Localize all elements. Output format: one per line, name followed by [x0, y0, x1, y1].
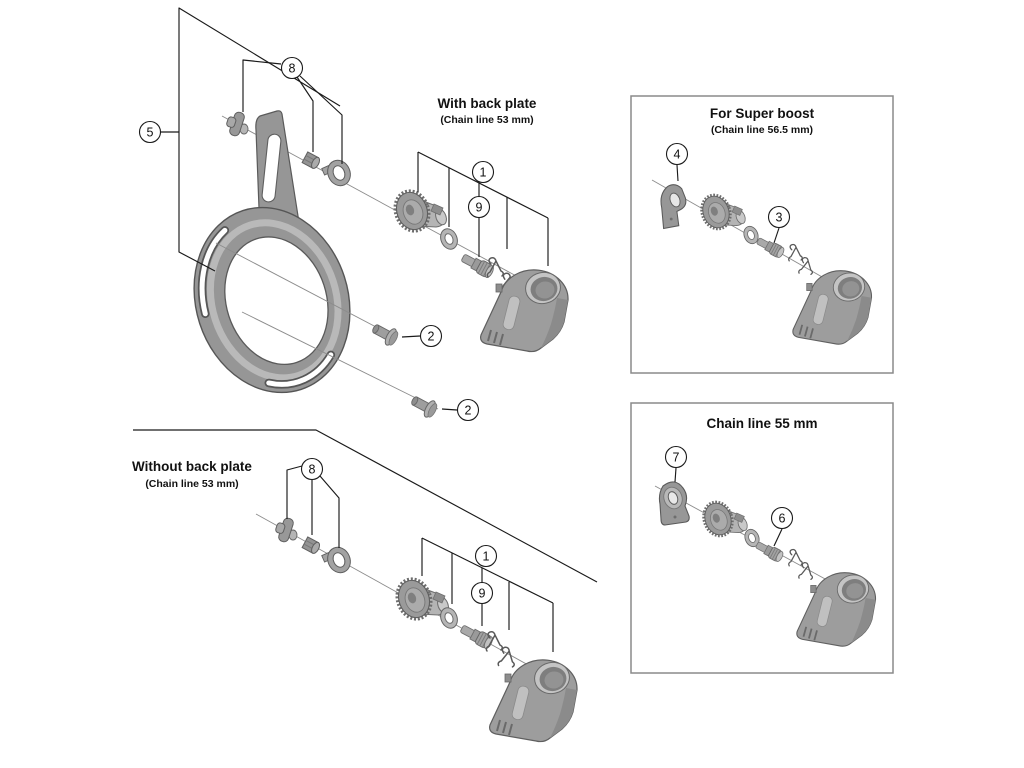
callout-2a: 2 [419, 324, 443, 348]
section-title-chain-line-55: Chain line 55 mm [706, 416, 817, 431]
callout-4: 4 [665, 142, 689, 166]
guide-body-part-55mm [795, 571, 877, 648]
callout-1-bottom-label: 1 [483, 549, 490, 563]
callout-6-leader [773, 528, 783, 547]
without-back-plate-subtitle: (Chain line 53 mm) [145, 478, 238, 490]
pulley-part-55mm [697, 496, 751, 542]
shoulder-bolt-part-super-boost [754, 234, 786, 260]
keyed-washer-part-bottom [321, 543, 355, 577]
callout-1-bottom: 1 [474, 544, 498, 568]
callout-8-top: 8 [280, 56, 304, 80]
callout-3-label: 3 [776, 210, 783, 224]
guide-body-part-super-boost [791, 269, 873, 346]
callout-6: 6 [770, 506, 794, 530]
callout-2b-label: 2 [465, 403, 472, 417]
callout-4-leader [676, 164, 679, 182]
pulley-part-top [387, 184, 450, 238]
callout-4-label: 4 [674, 147, 681, 161]
callout-9-top: 9 [467, 195, 491, 219]
bracket-part-super-boost [660, 184, 687, 230]
callout-2b-leader [441, 408, 458, 411]
callout-3-leader [773, 227, 780, 244]
axis-line-bolt-2a [215, 242, 398, 339]
callout-7-leader [674, 467, 677, 483]
super-boost-box [630, 95, 894, 374]
section-title-with-back-plate: With back plate (Chain line 53 mm) [438, 96, 537, 126]
callout-5-bracket [160, 7, 341, 272]
callout-7: 7 [664, 445, 688, 469]
shoulder-bolt-part-55mm [753, 538, 785, 564]
bracket-part-55mm [658, 481, 690, 526]
fixing-bolt-2a-part [368, 319, 401, 349]
guide-body-part-top [479, 268, 570, 353]
spring-clips-part-55mm [789, 550, 815, 581]
callout-2a-leader [401, 335, 421, 338]
pulley-part-super-boost [695, 189, 749, 235]
chain-line-55-title: Chain line 55 mm [706, 416, 817, 431]
hex-nut-part-bottom [301, 536, 322, 556]
callout-5: 5 [138, 120, 162, 144]
callout-8-bottom-label: 8 [309, 462, 316, 476]
callout-5-label: 5 [147, 125, 154, 139]
keyed-washer-part-top [321, 156, 355, 190]
callout-8-top-label: 8 [289, 61, 296, 75]
callout-2a-label: 2 [428, 329, 435, 343]
back-plate-slot-upper [199, 227, 228, 317]
section-divider-line [133, 429, 598, 583]
callout-2b: 2 [456, 398, 480, 422]
callout-1-top-bracket [417, 151, 549, 266]
callout-7-label: 7 [673, 450, 680, 464]
back-plate-ring [193, 206, 351, 394]
callout-8-bottom: 8 [300, 457, 324, 481]
callout-8-bottom-leaders [286, 465, 340, 548]
with-back-plate-title: With back plate [438, 96, 537, 111]
axis-line-bolt-2b [241, 311, 439, 410]
washer-part-top [437, 225, 461, 253]
callout-1-top-label: 1 [480, 165, 487, 179]
guide-body-part-bottom [488, 658, 579, 743]
with-back-plate-subtitle: (Chain line 53 mm) [440, 114, 533, 126]
back-plate-ring-step [206, 219, 342, 382]
callout-9-bottom-label: 9 [479, 586, 486, 600]
callout-8-top-leaders [242, 59, 343, 164]
wing-bolt-part-top [225, 110, 249, 138]
back-plate-slot-lower [266, 352, 334, 387]
super-boost-subtitle: (Chain line 56.5 mm) [711, 124, 813, 136]
section-title-without-back-plate: Without back plate (Chain line 53 mm) [132, 459, 252, 490]
callout-9-bottom: 9 [470, 581, 494, 605]
without-back-plate-title: Without back plate [132, 459, 252, 474]
back-plate-part [193, 110, 351, 394]
super-boost-title: For Super boost [710, 106, 815, 121]
section-title-super-boost: For Super boost (Chain line 56.5 mm) [710, 106, 815, 136]
shoulder-bolt-part-top [459, 250, 496, 280]
callout-6-label: 6 [779, 511, 786, 525]
callout-9-top-label: 9 [476, 200, 483, 214]
chain-line-55-box [630, 402, 894, 674]
hex-nut-part-top [301, 151, 322, 171]
fixing-bolt-2b-part [407, 391, 440, 421]
wing-bolt-part-bottom [274, 516, 298, 544]
callout-1-top: 1 [471, 160, 495, 184]
callout-3: 3 [767, 205, 791, 229]
back-plate-ring-hole [224, 236, 329, 366]
back-plate-arm-slot [261, 133, 282, 203]
